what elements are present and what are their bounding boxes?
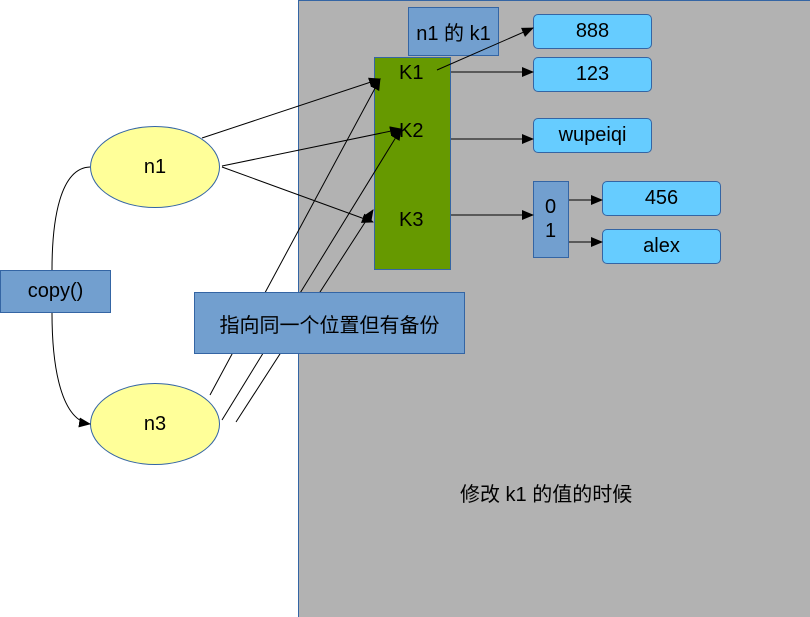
value-alex-label: alex [643, 235, 680, 257]
value-wupeiqi-label: wupeiqi [558, 124, 627, 146]
dict-key-k2: K2 [399, 120, 424, 142]
value-123-label: 123 [575, 63, 610, 85]
n1-node: n1 [90, 126, 220, 208]
n1-k1-label: n1 的 k1 [416, 23, 491, 45]
value-888: 888 [533, 14, 652, 49]
dict-key-k3: K3 [399, 209, 424, 231]
caption-text: 修改 k1 的值的时候 [460, 484, 633, 506]
arrow-n1-to-k2 [221, 126, 402, 167]
note-label: 指向同一个位置但有备份 [219, 314, 440, 337]
arrow-k1-to-888 [436, 27, 534, 71]
value-456: 456 [602, 181, 721, 216]
arrow-n1-to-copy [51, 166, 91, 271]
value-888-label: 888 [575, 20, 610, 42]
copy-label: copy() [27, 280, 84, 302]
copy-box: copy() [0, 270, 111, 313]
arrow-n1-to-k1 [201, 77, 381, 139]
arrow-n1-to-k3 [221, 166, 374, 223]
arrow-n3-to-k2 [221, 128, 402, 421]
n1-label: n1 [143, 155, 167, 178]
value-123: 123 [533, 57, 652, 92]
value-wupeiqi: wupeiqi [533, 118, 652, 153]
dict-container [374, 57, 451, 270]
n1-k1-box: n1 的 k1 [408, 7, 499, 56]
note-box: 指向同一个位置但有备份 [194, 292, 465, 354]
value-456-label: 456 [644, 187, 679, 209]
dict-key-k1: K1 [399, 62, 424, 84]
n3-label: n3 [143, 412, 167, 435]
arrow-copy-to-n3 [51, 312, 91, 428]
list-index-1: 1 [545, 220, 557, 242]
list-index-0: 0 [545, 196, 557, 218]
